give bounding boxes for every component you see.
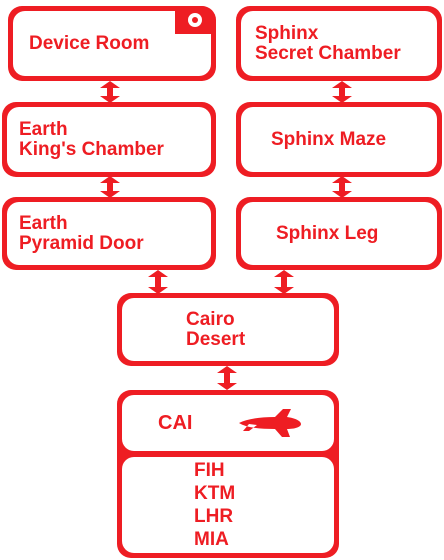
cai-code-label: CAI [158, 412, 193, 434]
cai-header-box[interactable]: CAI [122, 395, 334, 451]
sphinx-leg-box[interactable]: Sphinx Leg [241, 202, 437, 265]
sphinx-secret-chamber-label: Sphinx Secret Chamber [255, 22, 401, 64]
device-room-label: Device Room [29, 32, 150, 54]
sphinx-maze-box[interactable]: Sphinx Maze [241, 107, 437, 172]
connector-kings-pyramid-arrow [100, 176, 120, 198]
earth-kings-chamber-box[interactable]: Earth King's Chamber [7, 107, 211, 172]
connector-secret-maze-arrow [332, 81, 352, 103]
connector-cairo-cai-arrow [217, 366, 237, 390]
record-icon [175, 6, 215, 34]
destination-fih[interactable]: FIH [194, 460, 225, 481]
connector-maze-leg-arrow [332, 176, 352, 198]
destination-mia[interactable]: MIA [194, 529, 229, 550]
destination-list: FIH KTM LHR MIA [194, 459, 235, 551]
cai-destinations-box: FIH KTM LHR MIA [122, 457, 334, 553]
connector-leg-cairo-arrow [274, 270, 294, 294]
earth-kings-chamber-label: Earth King's Chamber [19, 118, 164, 160]
destination-ktm[interactable]: KTM [194, 483, 236, 504]
cairo-desert-box[interactable]: Cairo Desert [122, 298, 334, 361]
sphinx-maze-label: Sphinx Maze [271, 128, 387, 150]
airplane-icon [239, 409, 301, 437]
sphinx-secret-chamber-box[interactable]: Sphinx Secret Chamber [241, 11, 437, 76]
cairo-desert-label: Cairo Desert [186, 308, 246, 350]
sphinx-leg-label: Sphinx Leg [276, 222, 379, 244]
destination-lhr[interactable]: LHR [194, 506, 234, 527]
earth-pyramid-door-box[interactable]: Earth Pyramid Door [7, 202, 211, 265]
connector-device-kings-arrow [100, 81, 120, 103]
earth-pyramid-door-label: Earth Pyramid Door [19, 212, 144, 254]
connector-pyramid-cairo-arrow [148, 270, 168, 294]
